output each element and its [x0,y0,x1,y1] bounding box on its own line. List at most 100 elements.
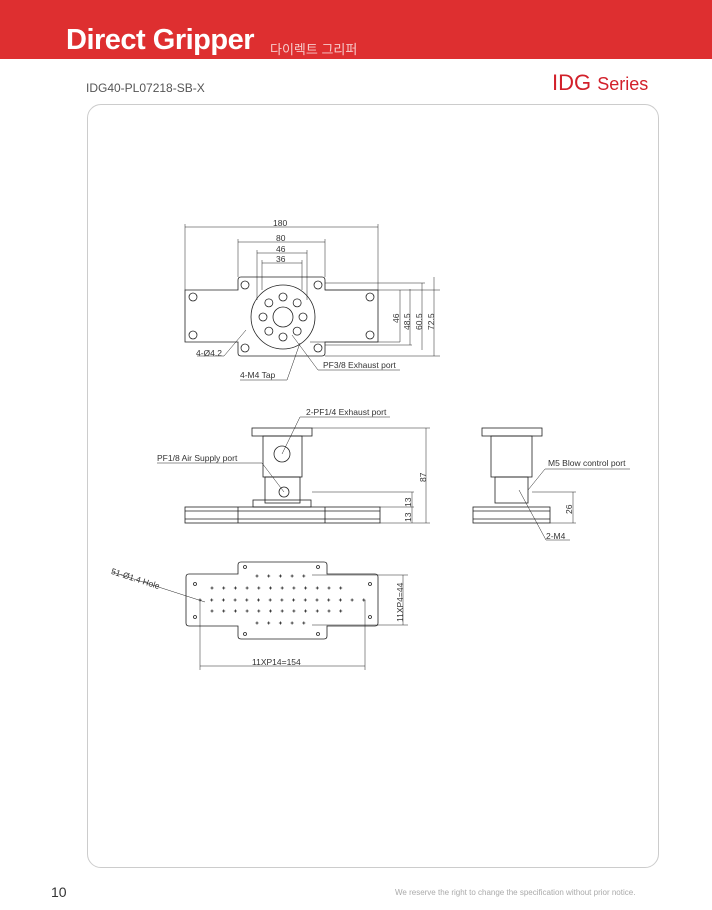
dim-pitch-v: 11XP4=44 [395,582,405,622]
dim-36: 36 [276,254,286,264]
vacuum-hole [269,609,272,613]
port-hole [292,326,302,336]
label-hole: 4-Ø4.2 [196,348,222,358]
port-hole [278,332,288,342]
dim-13a: 13 [403,497,413,507]
vacuum-hole [302,621,306,625]
vacuum-hole [269,586,272,590]
vacuum-hole [327,586,331,590]
port-hole [264,326,274,336]
side-view [157,416,430,524]
vacuum-hole [257,609,261,613]
vacuum-hole [327,609,331,613]
vacuum-hole [350,598,354,602]
mount-hole [368,615,372,619]
vacuum-hole [290,574,294,578]
vacuum-hole [233,609,237,613]
mount-hole [316,632,320,636]
label-exhaust-side: 2-PF1/4 Exhaust port [306,407,387,417]
vacuum-hole [221,598,225,602]
vacuum-hole [315,609,319,613]
page-subtitle-korean: 다이렉트 그리퍼 [270,42,358,57]
dim-180: 180 [273,218,288,228]
top-view [184,224,440,381]
vacuum-hole [245,598,249,602]
dim-v46: 46 [391,313,401,323]
mounting-screw [240,343,250,353]
model-number: IDG40-PL07218-SB-X [86,81,205,95]
mounting-screw [313,343,323,353]
series-prefix: IDG [552,70,592,95]
label-air-supply: PF1/8 Air Supply port [157,453,238,463]
vacuum-hole [280,586,284,590]
page-number: 10 [51,884,67,900]
vacuum-hole [257,586,261,590]
vacuum-hole [338,598,342,602]
mounting-screw [188,330,198,340]
vacuum-hole [210,598,214,602]
dim-v72-5: 72.5 [426,313,436,330]
vacuum-hole [280,609,284,613]
label-tap: 4-M4 Tap [240,370,276,380]
vacuum-hole [278,621,282,625]
footer-notice: We reserve the right to change the speci… [395,888,636,897]
vacuum-hole [278,574,282,578]
vacuum-hole [290,621,294,625]
mount-hole [193,615,197,619]
dim-26: 26 [564,504,574,514]
vacuum-hole [233,598,237,602]
mounting-screw [365,292,375,302]
mounting-screw [365,330,375,340]
mount-hole [243,565,247,569]
vacuum-hole [302,574,306,578]
vacuum-hole [327,598,331,602]
vacuum-hole [304,609,308,613]
dim-46: 46 [276,244,286,254]
mount-hole [243,632,247,636]
series-suffix: Series [597,74,649,94]
series-label: IDG Series [552,70,648,96]
dim-87: 87 [418,472,428,482]
header-banner [0,0,712,59]
vacuum-hole [292,598,296,602]
vacuum-hole [222,609,226,613]
mounting-screw [240,280,250,290]
page-title: Direct Gripper [66,24,255,56]
label-blow-port: M5 Blow control port [548,458,626,468]
vacuum-hole [210,586,214,590]
dim-13b: 13 [403,512,413,522]
vacuum-hole [280,598,284,602]
port-hole [278,292,288,302]
drawing-panel [87,104,659,868]
vacuum-hole [292,586,296,590]
vacuum-hole [233,586,237,590]
vacuum-hole [339,586,343,590]
dim-pitch-h: 11XP14=154 [252,657,301,667]
mount-hole [316,565,320,569]
vacuum-hole [268,598,272,602]
dim-80: 80 [276,233,286,243]
dim-v48-5: 48.5 [402,313,412,330]
port-hole [298,312,308,322]
vacuum-hole [245,586,249,590]
vacuum-hole [222,586,226,590]
label-2-m4: 2-M4 [546,531,566,541]
vacuum-hole [255,574,259,578]
vacuum-hole [267,621,271,625]
vacuum-hole [292,609,296,613]
mount-hole [368,582,372,586]
vacuum-hole [315,586,319,590]
end-view [472,427,630,541]
vacuum-hole [257,598,260,602]
vacuum-hole [255,621,259,625]
vacuum-hole [267,574,271,578]
port-hole [258,312,268,322]
vacuum-hole [303,598,307,602]
vacuum-hole [315,598,319,602]
bottom-view [111,561,408,670]
mount-hole [193,582,197,586]
vacuum-hole [210,609,214,613]
vacuum-hole [245,609,249,613]
